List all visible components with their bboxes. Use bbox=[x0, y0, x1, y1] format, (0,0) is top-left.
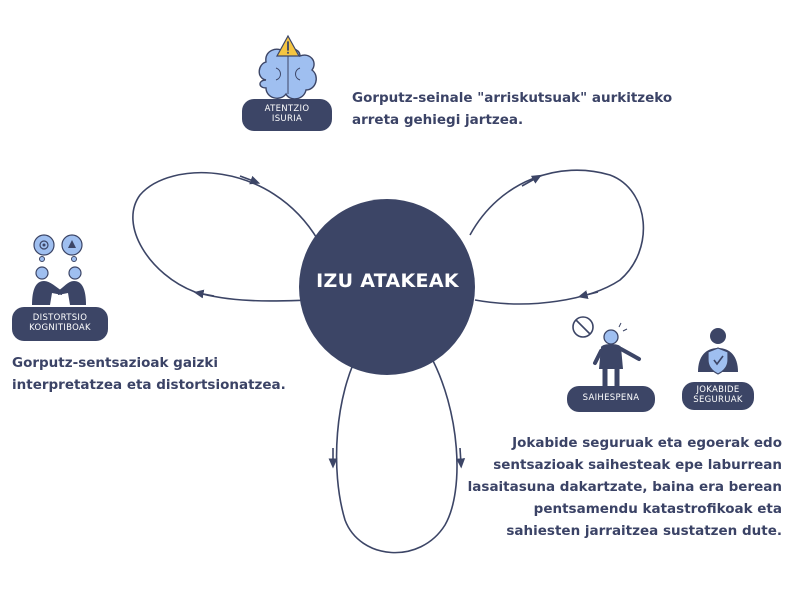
label-attention: ATENTZIO ISURIA bbox=[242, 99, 332, 131]
loop-bottom bbox=[328, 349, 466, 554]
description-avoidance: Jokabide seguruak eta egoerak edo sentsa… bbox=[468, 432, 782, 542]
description-avoidance-line4: pentsamendu katastrofikoak eta bbox=[533, 501, 782, 517]
label-safe-line1: JOKABIDE bbox=[696, 385, 740, 396]
description-avoidance-line1: Jokabide seguruak eta egoerak edo bbox=[512, 435, 782, 451]
safety-shield-person-icon bbox=[698, 328, 738, 375]
label-distortion-line1: DISTORTSIO bbox=[32, 313, 88, 324]
description-attention-line1: Gorputz-seinale "arriskutsuak" aurkitzek… bbox=[352, 90, 673, 106]
loop-right bbox=[469, 169, 645, 305]
avoiding-person-icon bbox=[572, 316, 641, 390]
loop-left bbox=[132, 171, 319, 302]
label-distortion: DISTORTSIO KOGNITIBOAK bbox=[12, 307, 108, 341]
label-avoidance-text: SAIHESPENA bbox=[582, 393, 640, 404]
loop-right-arrow-top bbox=[521, 174, 542, 187]
description-distortion: Gorputz-sentsazioak gaizki interpretatze… bbox=[12, 352, 286, 396]
brain-warning-icon bbox=[258, 34, 317, 100]
label-attention-line2: ISURIA bbox=[271, 114, 303, 124]
description-avoidance-line2: sentsazioak saihesteak epe laburrean bbox=[493, 457, 782, 473]
center-circle bbox=[299, 199, 475, 375]
loop-left-arrow-bottom bbox=[193, 289, 215, 299]
label-distortion-line2: KOGNITIBOAK bbox=[29, 323, 91, 333]
description-avoidance-line5: sahiesten jarraitzea sustatzen dute. bbox=[506, 523, 782, 539]
thinking-people-icon bbox=[32, 234, 86, 305]
description-avoidance-line3: lasaitasuna dakartzate, baina era berean bbox=[467, 479, 782, 495]
center-title: IZU ATAKEAK bbox=[316, 270, 459, 292]
description-attention-line2: arreta gehiegi jartzea. bbox=[352, 112, 524, 128]
description-distortion-line1: Gorputz-sentsazioak gaizki bbox=[12, 355, 219, 371]
loop-right-arrow-bottom bbox=[577, 290, 599, 299]
description-distortion-line2: interpretatzea eta distortsionatzea. bbox=[12, 377, 286, 393]
label-avoidance: SAIHESPENA bbox=[567, 386, 655, 412]
label-safe-behaviour: JOKABIDE SEGURUAK bbox=[682, 382, 754, 410]
description-attention: Gorputz-seinale "arriskutsuak" aurkitzek… bbox=[352, 87, 672, 131]
label-safe-line2: SEGURUAK bbox=[693, 395, 743, 405]
loop-left-arrow-top bbox=[239, 175, 261, 185]
label-attention-line1: ATENTZIO bbox=[264, 104, 310, 115]
loop-bottom-arrow-right bbox=[456, 447, 466, 469]
